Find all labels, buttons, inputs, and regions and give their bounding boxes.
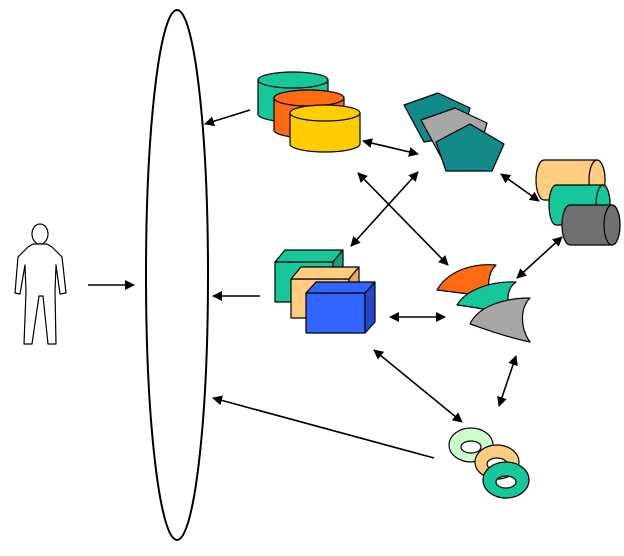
arrow-rings-to-portal [212,395,435,459]
pentagon-stack-icon[interactable] [403,92,505,172]
arrow-pentagons-servers [500,173,540,202]
arrow-servers-crescents [516,236,563,279]
arrow-crescents-rings [497,355,518,407]
server-stack-icon[interactable] [535,159,621,246]
arrow-cubes-rings [373,349,463,423]
cube-stack-icon[interactable] [274,249,376,334]
arrow-pentagons-cubes [350,171,419,247]
user-icon[interactable] [14,223,67,345]
arrow-databases-pentagons [362,138,419,157]
ring-stack-icon[interactable] [448,427,530,499]
portal-ellipse[interactable] [145,9,209,541]
arrow-databases-crescents [357,172,449,266]
arrow-databases-to-portal [204,109,251,127]
database-stack-icon[interactable] [257,71,361,153]
crescent-stack-icon[interactable] [436,264,531,343]
